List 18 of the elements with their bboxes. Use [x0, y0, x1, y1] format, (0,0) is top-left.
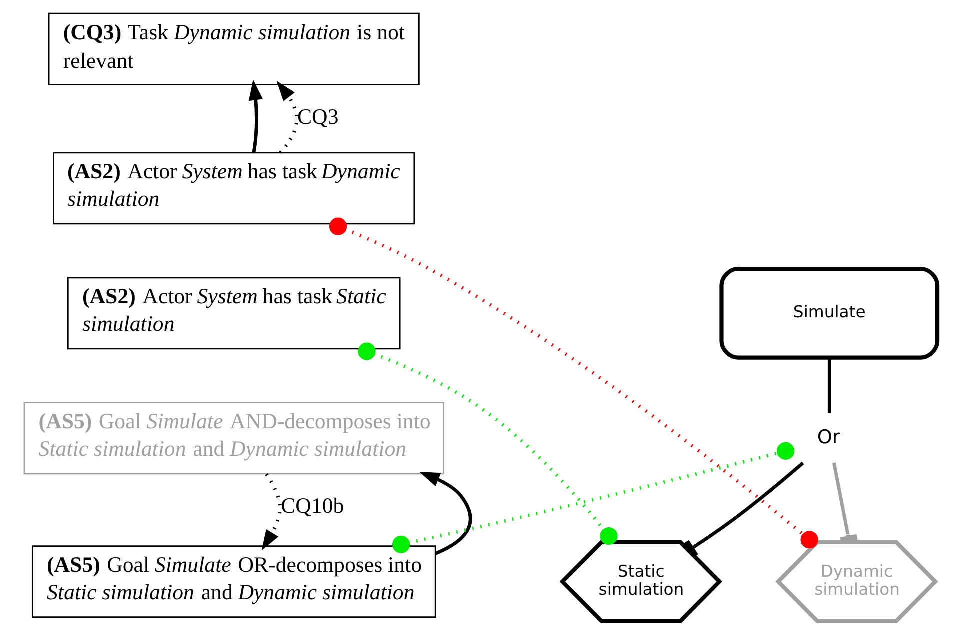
node-box: (AS2) Actor System has task Static simulation	[67, 277, 401, 350]
arrow	[262, 473, 282, 551]
arrow	[276, 80, 299, 154]
node-box: Simulate	[720, 266, 940, 360]
connector	[828, 358, 832, 414]
node-text: Or	[817, 425, 840, 448]
node-box: (AS5) Goal Simulate OR-decomposes into Static simulation and Dynamic simulation	[32, 546, 436, 618]
connector	[392, 442, 795, 554]
node-box: (AS2) Actor System has task Dynamic simulation	[53, 152, 416, 225]
node-box: (CQ3) Task Dynamic simulation is not relevant	[48, 12, 420, 86]
connector	[358, 342, 618, 546]
connector	[329, 218, 818, 549]
arrow	[248, 80, 264, 153]
edge-label: CQ3	[297, 104, 339, 129]
edge-label: CQ10b	[281, 494, 344, 518]
connector	[684, 462, 804, 558]
arrow	[419, 472, 472, 556]
node-box: (AS5) Goal Simulate AND-decomposes into Static simulation and Dynamic simulation	[24, 402, 444, 475]
